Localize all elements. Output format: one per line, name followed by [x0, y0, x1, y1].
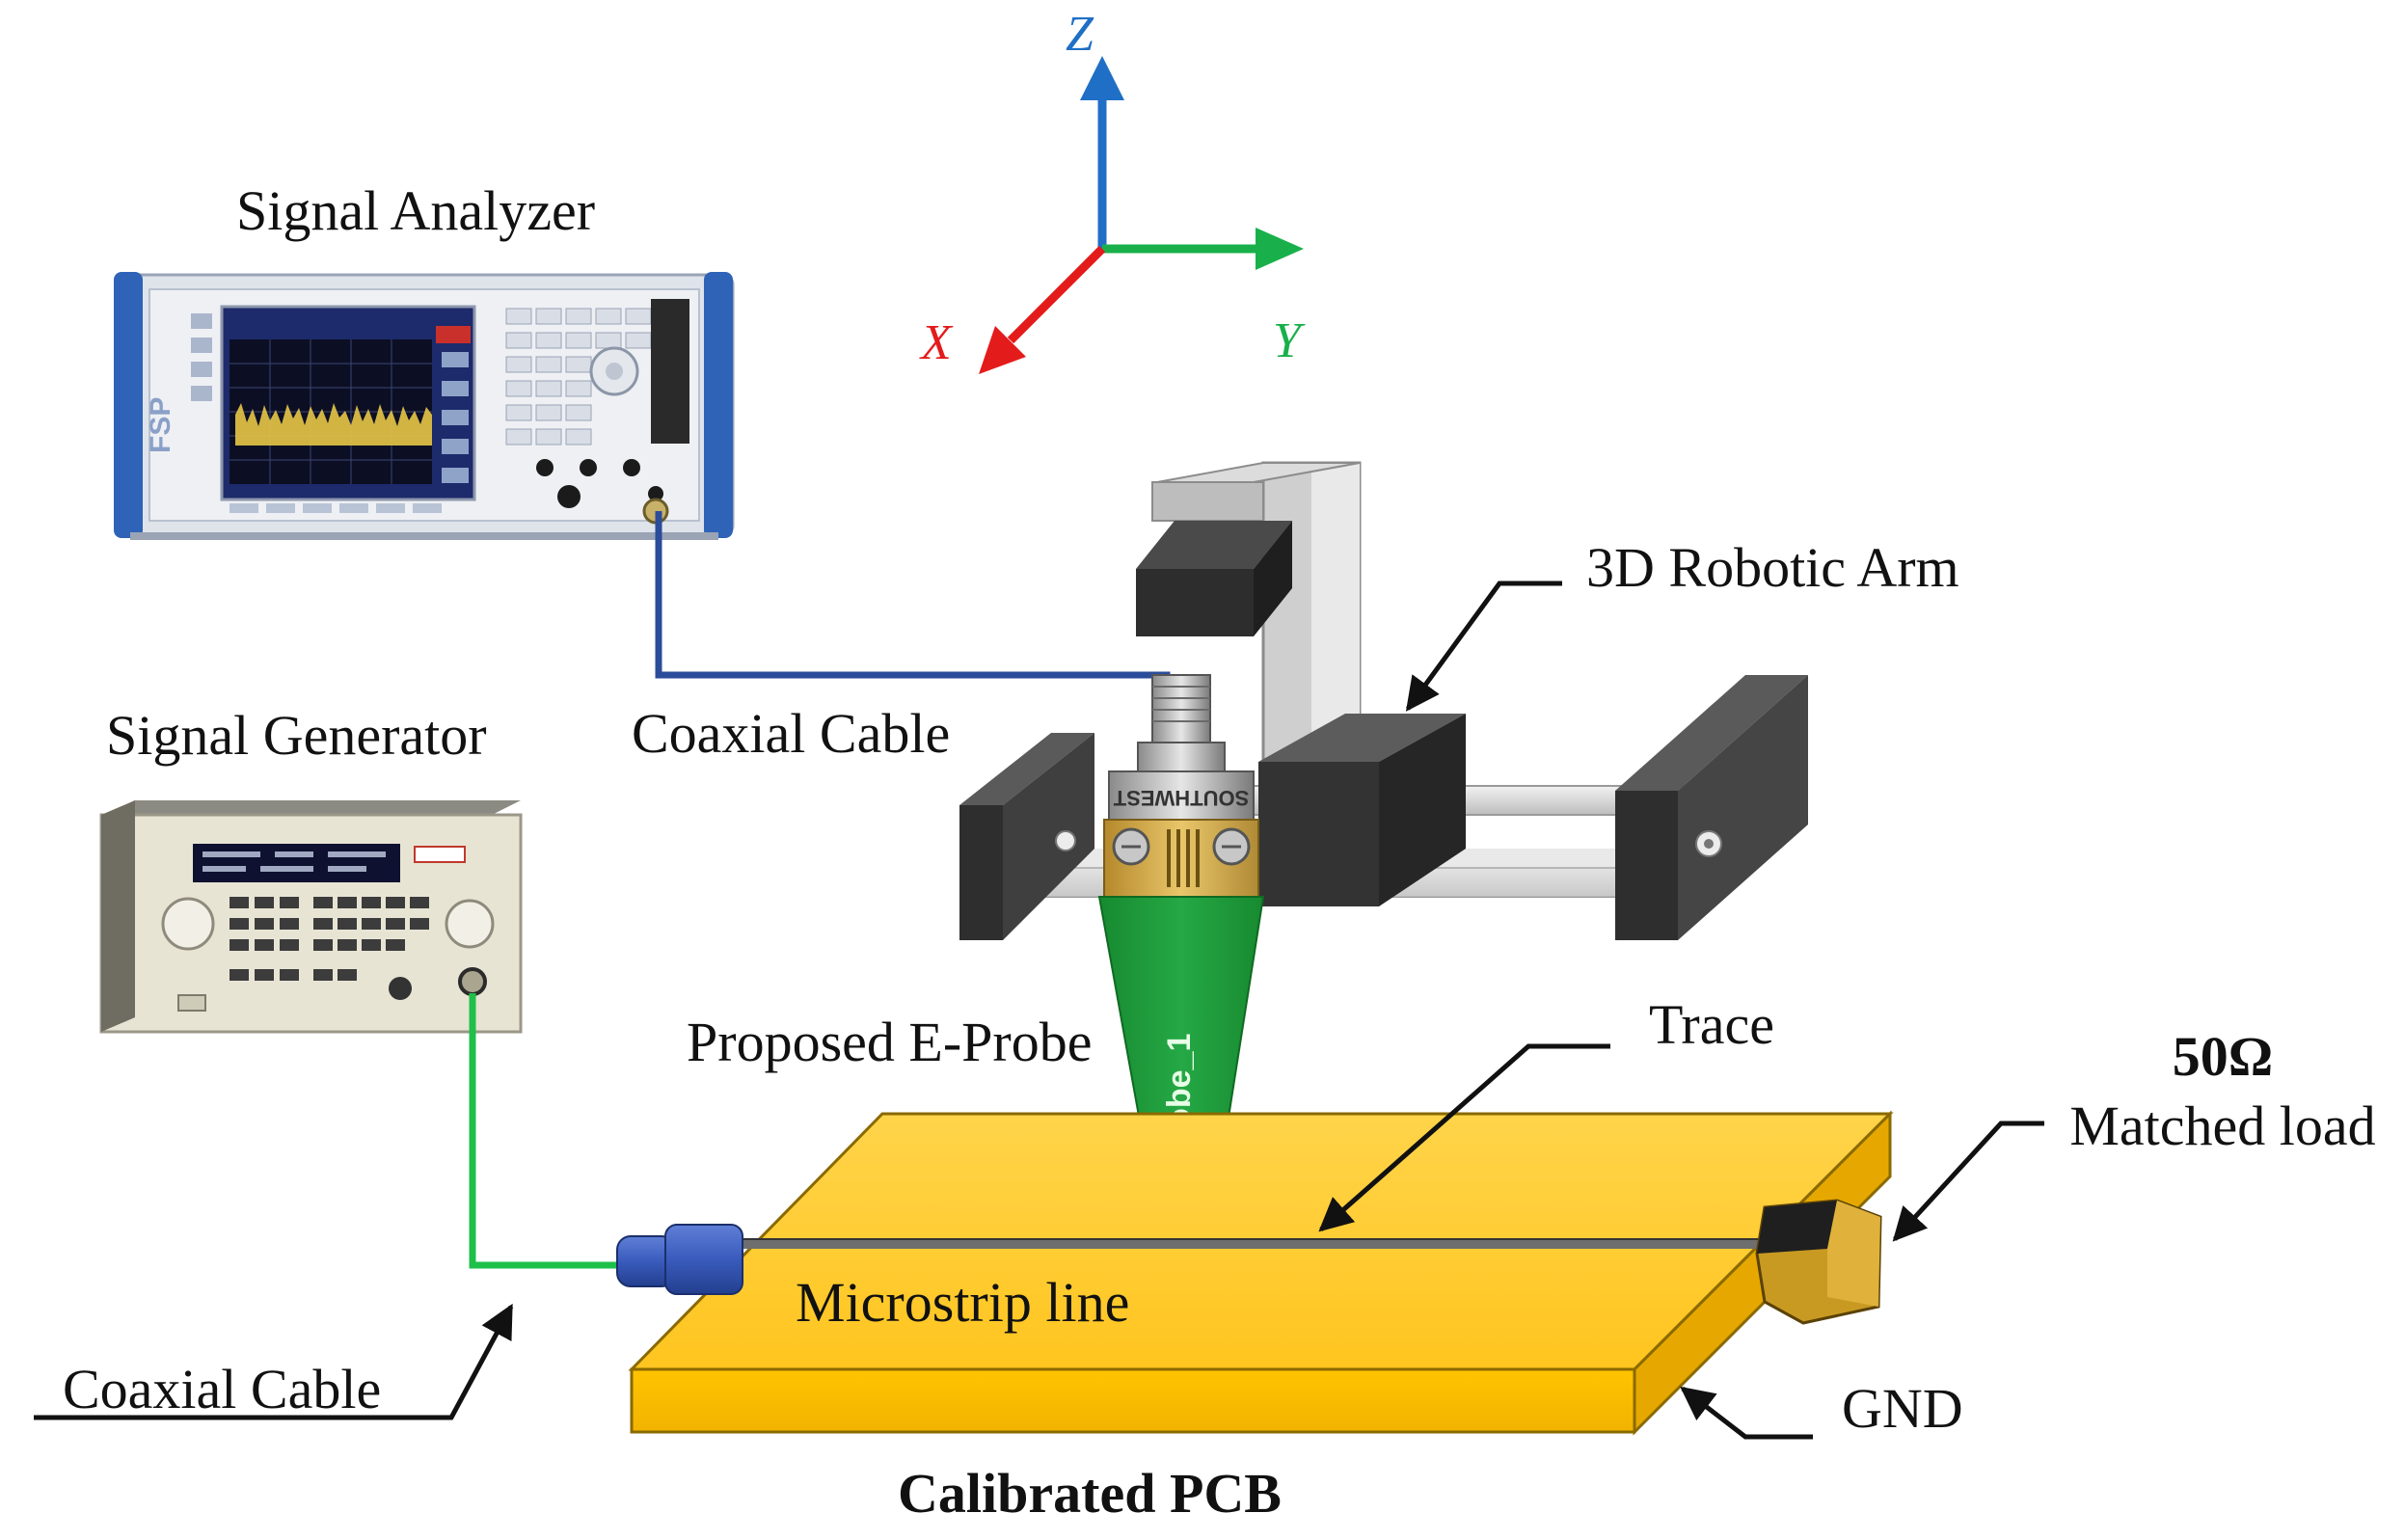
load-pointer [1892, 1121, 2044, 1242]
generator-right-knob [445, 899, 495, 949]
gnd-pointer [1680, 1386, 1813, 1440]
arm-carriage [1258, 762, 1379, 906]
x-axis-label: X [919, 315, 954, 370]
pcb-front-face [630, 1367, 1636, 1434]
coaxial-cable-bottom-label: Coaxial Cable [63, 1358, 381, 1420]
generator-display [193, 844, 400, 882]
coaxial-cable-generator-to-pcb [469, 993, 627, 1269]
y-axis-label: Y [1273, 313, 1306, 368]
signal-analyzer-label: Signal Analyzer [236, 179, 595, 242]
gnd-label: GND [1842, 1377, 1963, 1440]
connector-brand-label: SOUTHWEST [1113, 786, 1249, 810]
robotic-arm-label: 3D Robotic Arm [1586, 536, 1959, 599]
generator-rf-output-port [458, 967, 487, 996]
arm-left-end-block [959, 805, 1003, 940]
y-axis-arrowhead [1256, 228, 1304, 270]
coaxial-cable-top-label: Coaxial Cable [632, 702, 950, 765]
z-axis-label: Z [1066, 7, 1094, 62]
load-value-label: 50Ω [2173, 1025, 2273, 1088]
coordinate-axes: Z Y X [919, 7, 1306, 374]
z-axis-arrowhead [1080, 56, 1124, 100]
calibrated-pcb-label: Calibrated PCB [898, 1462, 1282, 1525]
cable-pointer [34, 1303, 514, 1420]
pointer-arrows [34, 581, 2044, 1440]
generator-left-knob [161, 897, 215, 951]
coaxial-cable-analyzer-to-probe [655, 511, 1171, 694]
signal-generator [99, 800, 523, 1034]
analyzer-left-handle [114, 272, 143, 538]
analyzer-model-label: FSP [145, 397, 176, 453]
robotic-arm [959, 461, 1808, 940]
arm-head-block [1136, 569, 1254, 636]
matched-load-label: Matched load [2069, 1094, 2375, 1157]
signal-analyzer: FSP [114, 272, 735, 540]
trace-label: Trace [1649, 993, 1774, 1056]
analyzer-spectrum-trace [235, 403, 432, 446]
proposed-probe-label: Proposed E-Probe [687, 1011, 1092, 1073]
arm-head-top [1136, 521, 1292, 569]
arm-right-end-block [1615, 791, 1678, 940]
signal-generator-label: Signal Generator [106, 704, 487, 767]
arm-pointer [1405, 581, 1562, 712]
microstrip-line-label: Microstrip line [796, 1271, 1129, 1334]
x-axis-arrowhead [979, 326, 1026, 374]
x-axis [1007, 245, 1106, 344]
trace-pointer [1318, 1043, 1610, 1232]
calibrated-pcb [616, 1110, 1894, 1436]
analyzer-right-handle [704, 272, 733, 538]
